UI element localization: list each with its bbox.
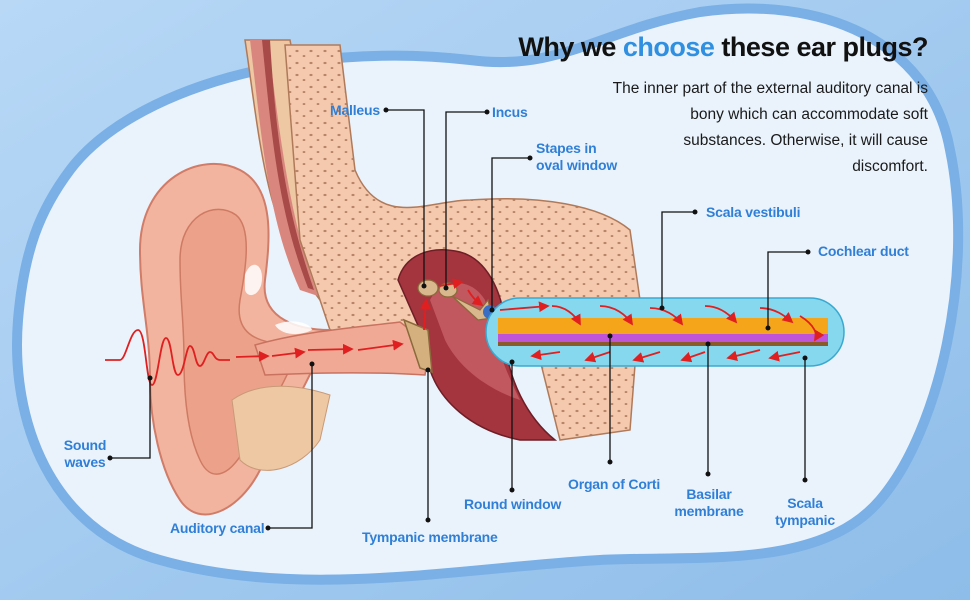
cartilage-2 bbox=[275, 321, 312, 335]
label-scala-tympanic-line1: Scala bbox=[787, 495, 823, 511]
skin-layer-inner bbox=[262, 40, 314, 290]
title-suffix: these ear plugs? bbox=[721, 32, 928, 62]
basilar-band bbox=[498, 342, 828, 346]
cartilage-1 bbox=[245, 264, 262, 296]
skin-layer bbox=[250, 40, 318, 296]
leader-dots bbox=[107, 107, 811, 531]
scala-vestibuli-fluid bbox=[498, 318, 828, 334]
sound-wave bbox=[105, 329, 230, 386]
page-description: The inner part of the external auditory … bbox=[612, 80, 928, 175]
label-basilar-line2: membrane bbox=[674, 503, 744, 519]
label-malleus: Malleus bbox=[330, 102, 380, 118]
malleus-shape bbox=[417, 279, 439, 297]
leader-lines bbox=[110, 109, 808, 529]
sound-arrows bbox=[235, 278, 825, 363]
label-tympanic-membrane: Tympanic membrane bbox=[362, 529, 498, 545]
title-accent: choose bbox=[622, 32, 715, 62]
label-incus: Incus bbox=[492, 104, 528, 120]
label-stapes-line1: Stapes in bbox=[536, 140, 597, 156]
label-sound-waves: Sound waves bbox=[60, 437, 110, 471]
earlobe-cartilage bbox=[231, 385, 331, 471]
label-stapes-line2: oval window bbox=[536, 157, 618, 173]
label-stapes: Stapes in oval window bbox=[536, 140, 617, 174]
label-organ-of-corti: Organ of Corti bbox=[568, 476, 661, 492]
label-scala-tympanic-line2: tympanic bbox=[775, 512, 835, 528]
label-round-window: Round window bbox=[464, 496, 562, 512]
page-title: Why we choose these ear plugs? bbox=[518, 32, 928, 63]
label-auditory-canal: Auditory canal bbox=[170, 520, 265, 536]
label-sound-line1: Sound bbox=[63, 437, 107, 453]
label-basilar-line1: Basilar bbox=[686, 486, 732, 502]
middle-ear-inner bbox=[430, 283, 520, 400]
title-prefix: Why we bbox=[518, 32, 616, 62]
label-scala-vestibuli: Scala vestibuli bbox=[706, 204, 801, 220]
label-scala-tympanic: Scala tympanic bbox=[770, 495, 840, 529]
label-basilar-membrane: Basilar membrane bbox=[664, 486, 754, 520]
tympanic-membrane-shape bbox=[402, 318, 433, 374]
cochlear-duct-band bbox=[498, 334, 828, 342]
label-cochlear-duct: Cochlear duct bbox=[818, 243, 909, 259]
label-sound-line2: waves bbox=[64, 454, 106, 470]
